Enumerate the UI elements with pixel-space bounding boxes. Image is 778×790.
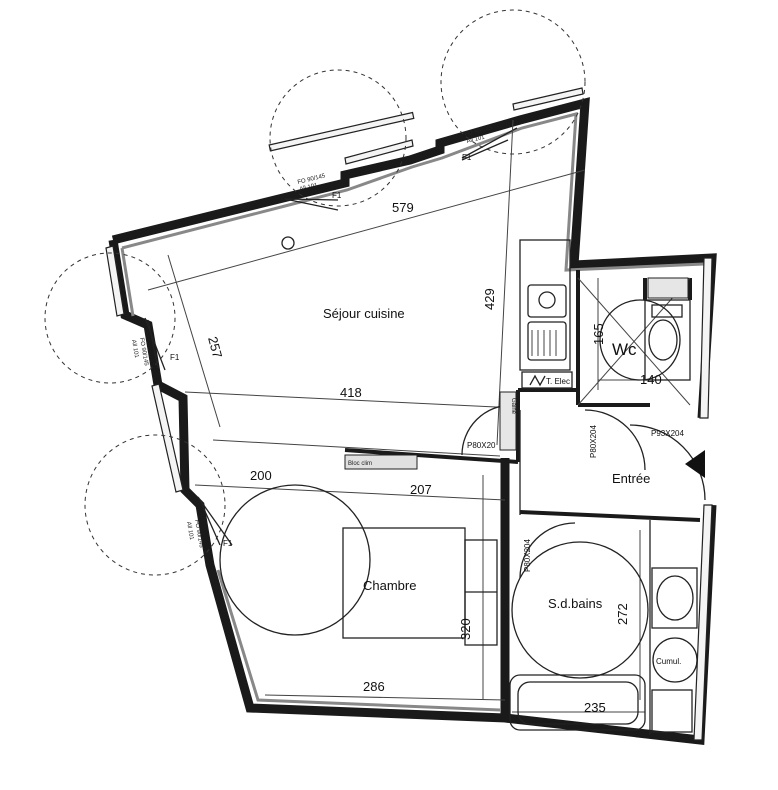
dim-257: 257	[205, 335, 225, 360]
dim-165: 165	[591, 323, 606, 345]
interior-walls	[344, 270, 701, 735]
exterior-walls	[108, 97, 717, 746]
window-label-f1-left: F1	[170, 353, 180, 362]
window-swing-arcs	[44, 9, 586, 576]
label-bloc-clim: Bloc clim	[348, 461, 372, 467]
window-label-f1-top-left: F1	[332, 191, 342, 200]
door-label-entree: P93X204	[651, 429, 684, 438]
wc-shaft	[647, 277, 689, 299]
dim-418: 418	[340, 385, 362, 400]
bloc-clim	[344, 454, 418, 470]
dim-286: 286	[363, 679, 385, 694]
dim-272: 272	[615, 603, 630, 625]
dim-207: 207	[410, 482, 432, 497]
wc-fixtures	[644, 277, 691, 381]
room-label-sejour: Séjour cuisine	[323, 306, 405, 321]
dim-429: 429	[482, 288, 497, 310]
room-label-entree: Entrée	[612, 471, 650, 486]
light-point-icon	[281, 236, 295, 250]
kitchen-counter	[519, 239, 571, 371]
bathroom-fixtures	[509, 567, 698, 733]
window-spec-left-bottom: FO 90/145	[193, 519, 204, 549]
dim-320: 320	[458, 618, 473, 640]
door-label-wc: P80X204	[589, 425, 598, 458]
window-spec-top-right-2: All 101	[466, 135, 486, 145]
window-top-2	[344, 139, 414, 165]
window-top-3	[512, 87, 584, 111]
window-spec-top-left-2: All 101	[299, 183, 319, 193]
room-label-sdb: S.d.bains	[548, 596, 603, 611]
door-arcs	[219, 299, 706, 679]
window-spec-left-bottom-2: All 101	[185, 521, 194, 541]
window-right-top	[699, 257, 713, 419]
bedroom-furniture	[342, 454, 498, 646]
window-left-top	[105, 245, 125, 317]
window-spec-left: FO 90/145	[138, 337, 149, 367]
door-label-sejour: P80X20	[467, 441, 496, 450]
dim-579: 579	[392, 200, 414, 215]
entrance-arrow-icon	[685, 450, 705, 478]
windows	[105, 87, 713, 741]
window-label-f1-left-bottom: F1	[223, 539, 233, 548]
dim-200: 200	[250, 468, 272, 483]
label-cumulus: Cumul.	[656, 657, 681, 666]
label-t-elec: T. Elec	[546, 377, 570, 386]
window-leaves	[144, 127, 518, 546]
window-left-mid	[151, 383, 184, 493]
utility-shaft	[499, 391, 517, 451]
electric-panel	[521, 371, 573, 389]
dim-140: 140	[640, 372, 662, 387]
room-label-wc: Wc	[612, 340, 637, 359]
door-label-sdb: P80X204	[523, 539, 532, 572]
label-gaine: Gaine	[510, 398, 516, 415]
room-label-chambre: Chambre	[363, 578, 416, 593]
window-label-f1-top-right: F1	[462, 153, 472, 162]
window-top-1	[268, 111, 415, 152]
dim-235: 235	[584, 700, 606, 715]
window-spec-left-2: All 101	[130, 339, 139, 359]
